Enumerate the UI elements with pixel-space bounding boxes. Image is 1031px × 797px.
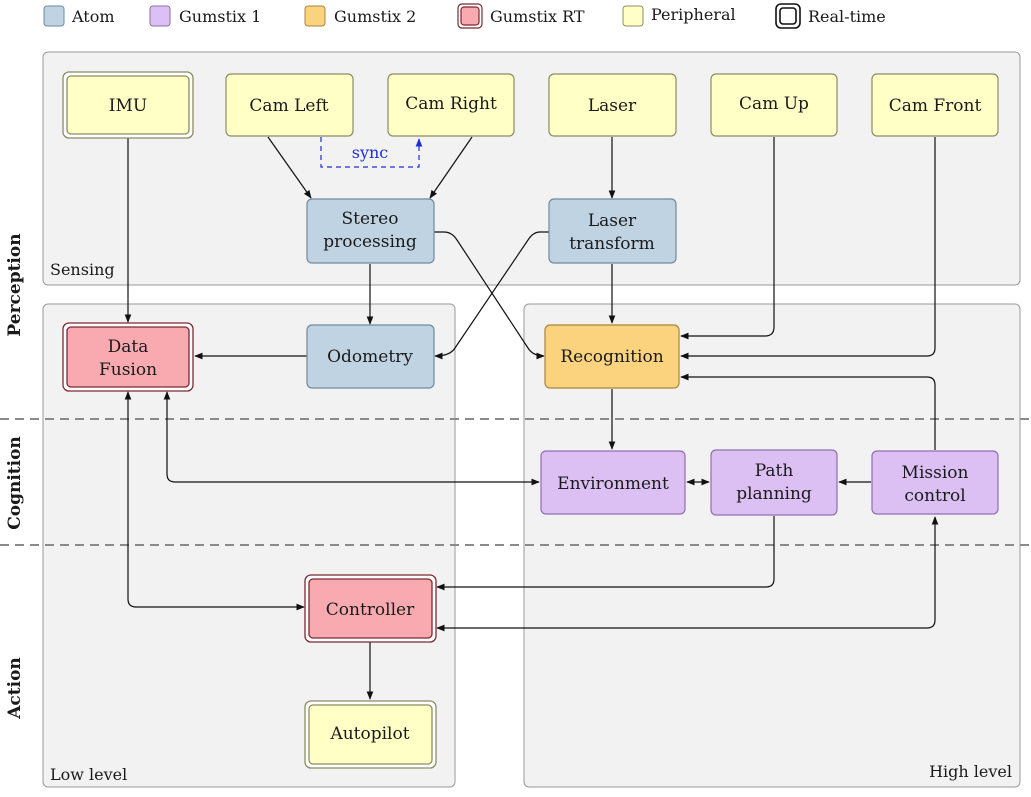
legend-label-atom: Atom bbox=[71, 7, 115, 26]
legend-label-gumstix1: Gumstix 1 bbox=[179, 7, 261, 26]
node-laser-transform: Laser transform bbox=[548, 198, 677, 264]
legend-label-realtime: Real-time bbox=[808, 7, 886, 26]
legend-item-peripheral: Peripheral bbox=[622, 5, 736, 27]
node-label-autopilot: Autopilot bbox=[329, 724, 409, 744]
edge-controller-mission bbox=[436, 516, 939, 632]
legend-item-atom: Atom bbox=[43, 5, 115, 27]
legend-item-gumstixrt: Gumstix RT bbox=[457, 3, 585, 29]
node-odometry: Odometry bbox=[306, 324, 435, 389]
node-label-cam-left: Cam Left bbox=[249, 96, 328, 116]
region-label-low-level: Low level bbox=[50, 765, 127, 784]
node-recognition: Recognition bbox=[544, 324, 680, 389]
node-label-stereo-line2: processing bbox=[323, 232, 417, 252]
node-label-pathplanning-line2: planning bbox=[736, 484, 812, 504]
node-label-datafusion-line2: Fusion bbox=[99, 360, 157, 380]
node-cam-front: Cam Front bbox=[871, 73, 999, 137]
edge-camleft-stereo bbox=[267, 136, 312, 199]
edge-datafusion-controller bbox=[124, 391, 305, 611]
node-data-fusion: Data Fusion bbox=[62, 322, 194, 392]
node-path-planning: Path planning bbox=[710, 449, 838, 516]
node-label-stereo-line1: Stereo bbox=[342, 209, 399, 229]
node-stereo-processing: Stereo processing bbox=[306, 198, 435, 264]
legend: Atom Gumstix 1 Gumstix 2 Gumstix RT Peri… bbox=[43, 3, 886, 29]
legend-item-gumstix1: Gumstix 1 bbox=[149, 5, 261, 27]
node-label-datafusion-line1: Data bbox=[108, 337, 149, 357]
node-label-imu: IMU bbox=[109, 96, 147, 116]
legend-swatch-realtime bbox=[779, 7, 797, 25]
edge-camright-stereo bbox=[429, 136, 473, 199]
node-label-recognition: Recognition bbox=[560, 347, 663, 367]
node-autopilot: Autopilot bbox=[304, 700, 437, 769]
node-label-cam-right: Cam Right bbox=[405, 94, 497, 114]
node-label-odometry: Odometry bbox=[327, 347, 413, 367]
node-cam-up: Cam Up bbox=[710, 73, 838, 137]
node-label-laser: Laser bbox=[588, 96, 637, 116]
edge-camup-recognition bbox=[680, 137, 775, 340]
node-cam-right: Cam Right bbox=[387, 73, 515, 137]
layer-label-action: Action bbox=[5, 657, 25, 720]
edge-stereo-recognition bbox=[434, 231, 545, 360]
legend-label-gumstix2: Gumstix 2 bbox=[334, 7, 416, 26]
edge-label-sync: sync bbox=[352, 143, 389, 162]
node-imu: IMU bbox=[62, 71, 194, 139]
legend-swatch-gumstix2 bbox=[304, 5, 326, 27]
edge-mission-recognition bbox=[680, 373, 936, 450]
legend-swatch-peripheral bbox=[622, 5, 644, 27]
layer-label-perception: Perception bbox=[5, 233, 25, 336]
nodes: IMU Cam Left Cam Right Laser Cam Up Cam … bbox=[62, 71, 999, 769]
node-controller: Controller bbox=[304, 574, 437, 643]
node-label-lasertf-line1: Laser bbox=[588, 211, 637, 231]
node-label-environment: Environment bbox=[557, 474, 669, 494]
node-mission-control: Mission control bbox=[871, 450, 999, 515]
node-label-controller: Controller bbox=[326, 600, 415, 620]
node-label-mission-line1: Mission bbox=[902, 463, 969, 483]
node-label-lasertf-line2: transform bbox=[569, 234, 655, 254]
node-cam-left: Cam Left bbox=[225, 73, 354, 137]
legend-label-peripheral: Peripheral bbox=[651, 5, 736, 24]
node-environment: Environment bbox=[540, 450, 686, 515]
node-label-mission-line2: control bbox=[904, 486, 965, 506]
node-laser: Laser bbox=[548, 73, 677, 137]
legend-swatch-atom bbox=[43, 5, 65, 27]
node-label-cam-up: Cam Up bbox=[739, 94, 809, 114]
edge-camfront-recognition bbox=[680, 137, 936, 360]
legend-swatch-gumstixrt bbox=[460, 6, 480, 26]
region-label-high-level: High level bbox=[929, 762, 1012, 781]
legend-swatch-gumstix1 bbox=[149, 5, 171, 27]
legend-item-gumstix2: Gumstix 2 bbox=[304, 5, 416, 27]
region-label-sensing: Sensing bbox=[50, 260, 115, 279]
node-label-cam-front: Cam Front bbox=[889, 96, 982, 116]
layer-label-cognition: Cognition bbox=[5, 436, 25, 530]
legend-item-realtime: Real-time bbox=[775, 3, 886, 29]
edges: sync bbox=[124, 136, 939, 700]
node-label-pathplanning-line1: Path bbox=[755, 461, 794, 481]
edge-lasertf-odometry bbox=[434, 231, 549, 360]
legend-label-gumstixrt: Gumstix RT bbox=[490, 7, 585, 26]
